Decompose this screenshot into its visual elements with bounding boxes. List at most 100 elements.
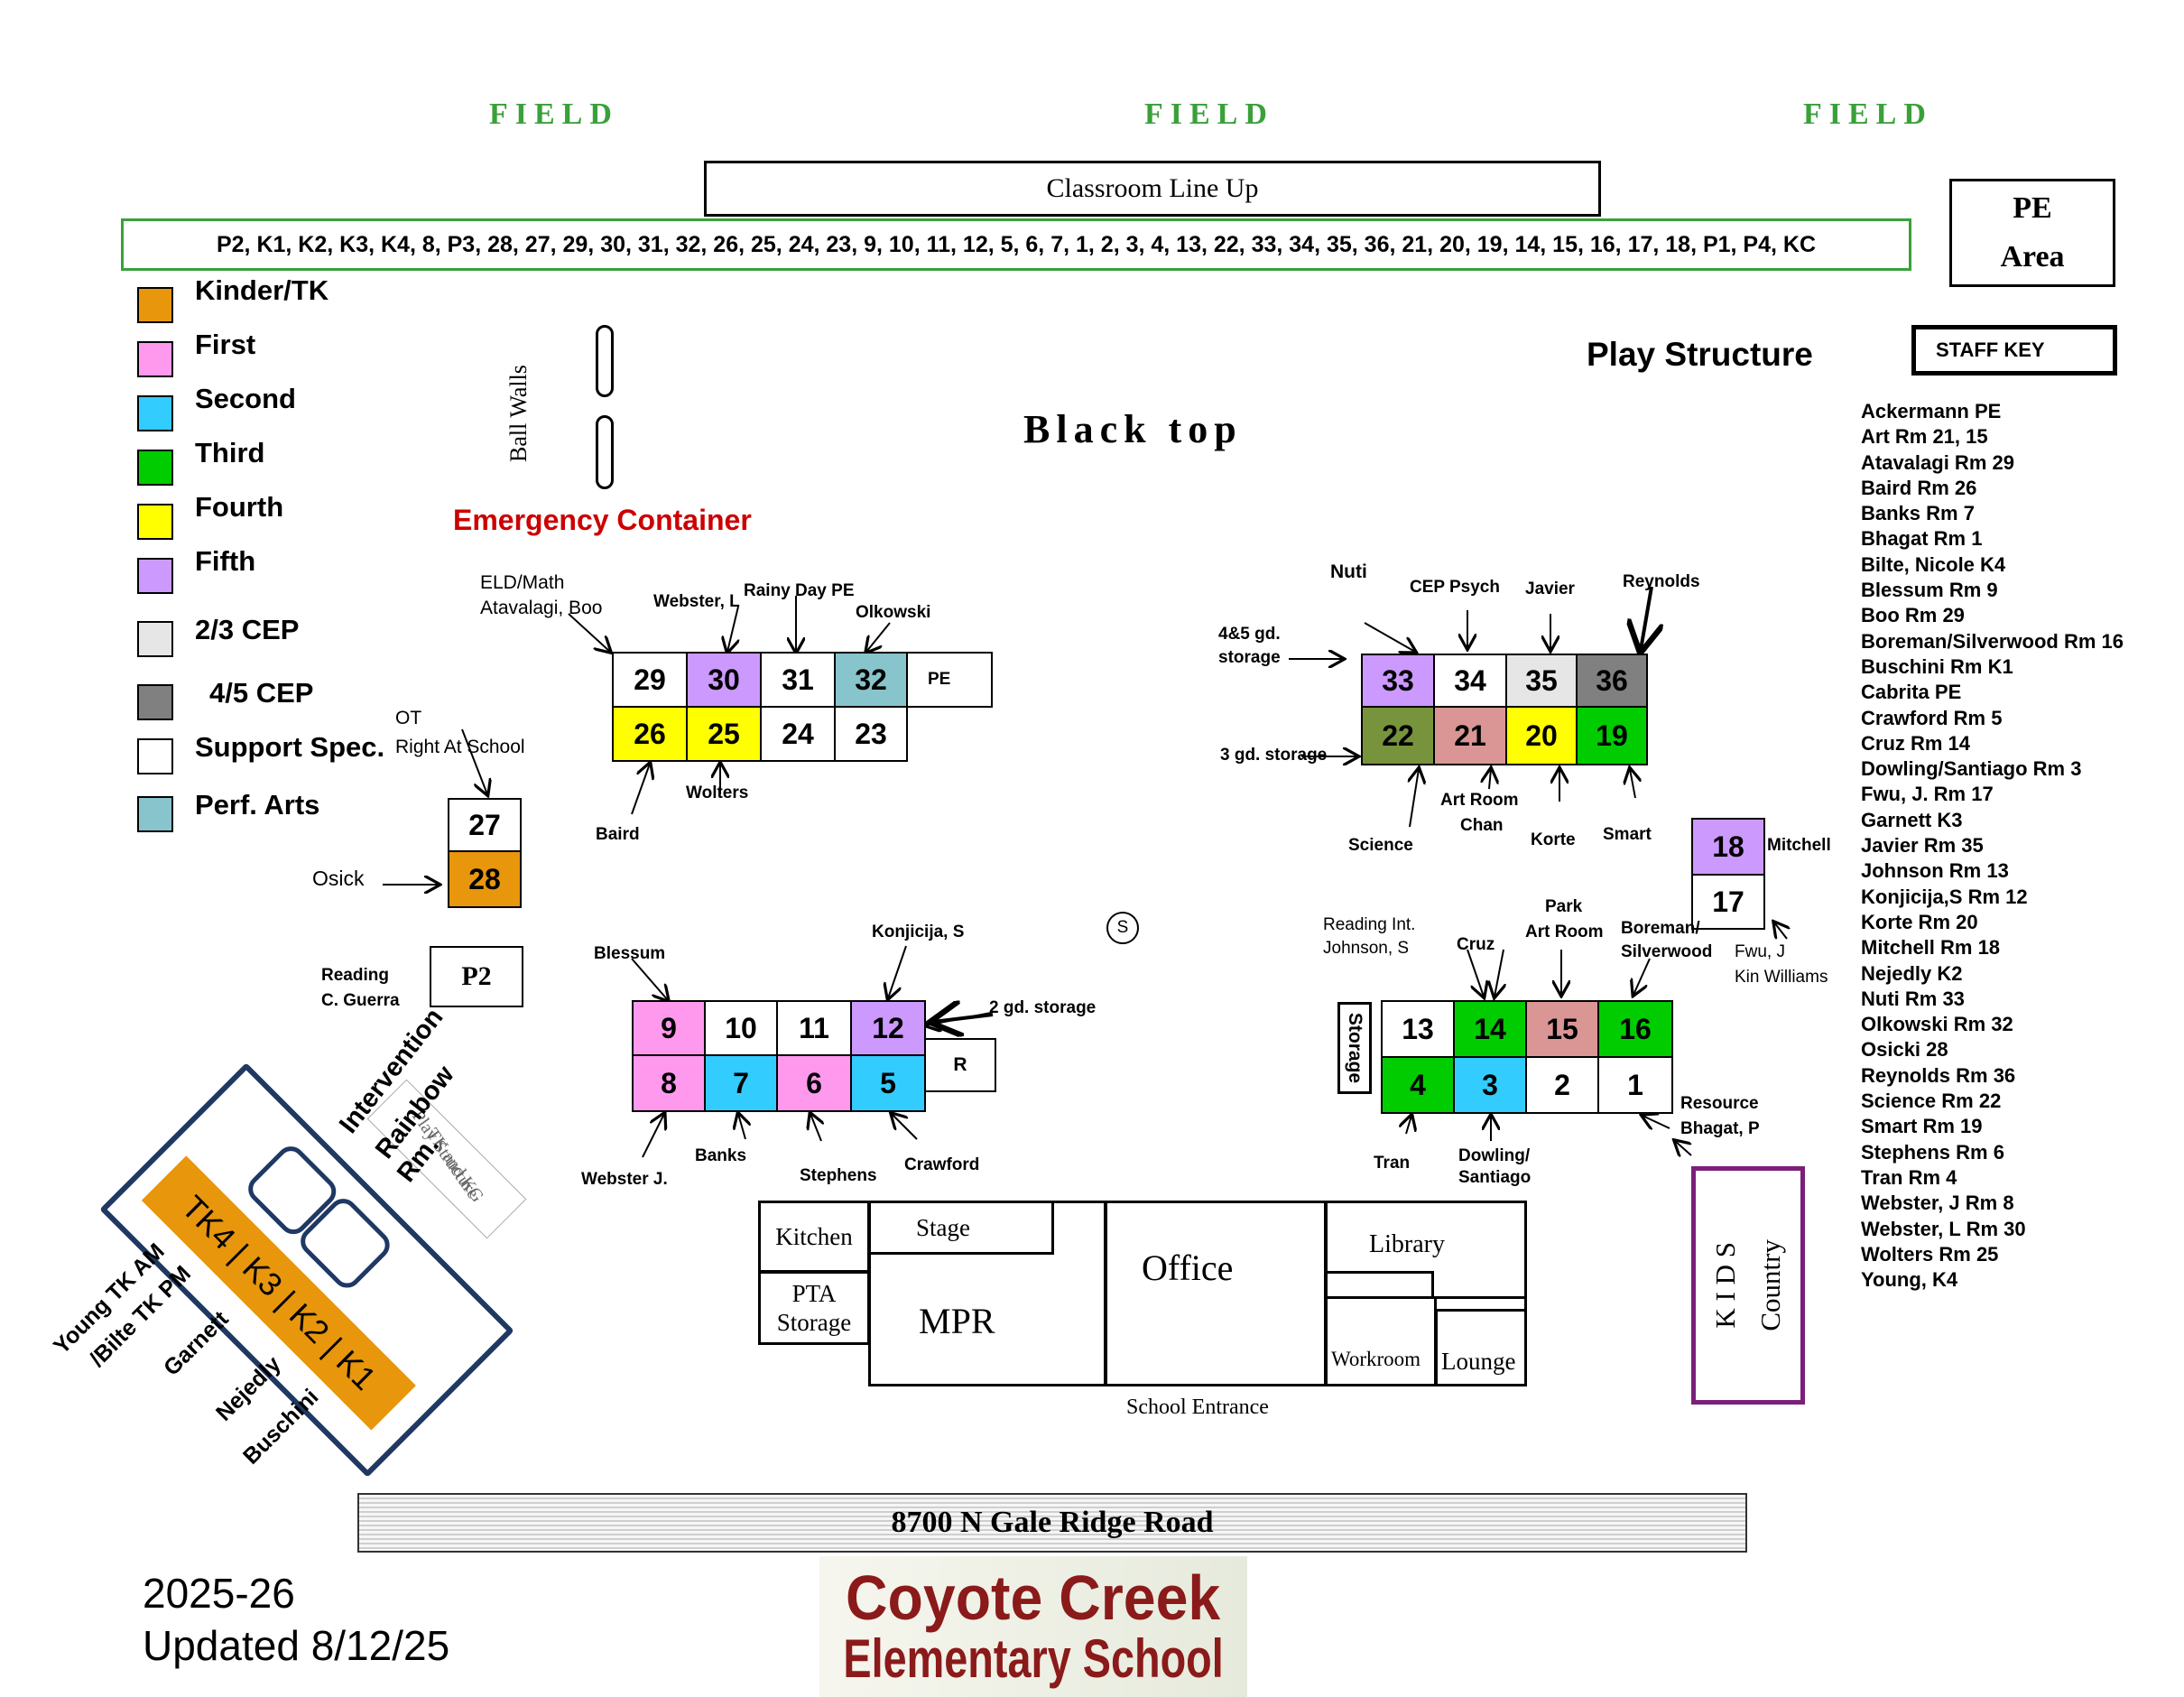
legend-swatch <box>137 395 173 431</box>
room-19: 19 <box>1576 706 1648 765</box>
room-21: 21 <box>1433 706 1507 765</box>
label-wolters: Wolters <box>686 784 749 802</box>
label-ot: OT <box>395 708 422 728</box>
logo-line1: Coyote Creek <box>846 1563 1221 1633</box>
kids-country-line1: K I D S <box>1709 1242 1741 1329</box>
staff-key-item: Olkowski Rm 32 <box>1861 1013 2013 1036</box>
room-r: R <box>924 1038 996 1092</box>
staff-key-item: Garnett K3 <box>1861 808 1963 831</box>
label-45-storage-1: 4&5 gd. <box>1218 625 1281 644</box>
staff-key-item: Art Rm 21, 15 <box>1861 425 1988 449</box>
label-bhagat-p: Bhagat, P <box>1680 1119 1760 1138</box>
lineup-order-text: P2, K1, K2, K3, K4, 8, P3, 28, 27, 29, 3… <box>216 231 1817 257</box>
stage-label: Stage <box>916 1213 970 1241</box>
room-20: 20 <box>1505 706 1578 765</box>
room-24: 24 <box>760 706 836 762</box>
logo-line2: Elementary School <box>843 1628 1224 1689</box>
staff-key-item: Wolters Rm 25 <box>1861 1242 1999 1266</box>
office-label: Office <box>1142 1247 1234 1288</box>
label-blessum: Blessum <box>594 944 666 963</box>
label-boreman: Boreman/ <box>1621 919 1700 938</box>
room-25: 25 <box>686 706 762 762</box>
staff-key-item: Smart Rm 19 <box>1861 1115 1983 1138</box>
workroom-label: Workroom <box>1331 1348 1421 1370</box>
room-30: 30 <box>686 652 762 708</box>
field-label-center: FIELD <box>1144 97 1274 131</box>
room-23: 23 <box>834 706 908 762</box>
staff-key-item: Reynolds Rm 36 <box>1861 1063 2016 1087</box>
staff-key-item: Bhagat Rm 1 <box>1861 527 1983 551</box>
legend-swatch <box>137 621 173 657</box>
kitchen: Kitchen <box>758 1201 870 1273</box>
blacktop-label: Black top <box>1023 407 1243 451</box>
label-2gd-storage: 2 gd. storage <box>989 998 1097 1017</box>
label-cep-psych: CEP Psych <box>1410 578 1500 597</box>
label-dowling: Dowling/ <box>1458 1146 1531 1165</box>
staff-key-item: Johnson Rm 13 <box>1861 859 2009 883</box>
room-26: 26 <box>612 706 688 762</box>
label-c-guerra: C. Guerra <box>321 991 400 1010</box>
room-5: 5 <box>850 1054 926 1112</box>
staff-key-title-box: STAFF KEY <box>1911 325 2117 376</box>
legend-label: Support Spec. <box>195 731 385 763</box>
staff-key-item: Science Rm 22 <box>1861 1090 2002 1113</box>
staff-key-item: Cabrita PE <box>1861 681 1962 704</box>
staff-key-item: Cruz Rm 14 <box>1861 731 1971 755</box>
legend-label: Fifth <box>195 545 256 577</box>
label-silverwood: Silverwood <box>1621 942 1713 961</box>
legend-swatch <box>137 450 173 486</box>
label-rainy-day-pe: Rainy Day PE <box>744 581 855 600</box>
label-johnson-s: Johnson, S <box>1323 939 1410 958</box>
label-tran: Tran <box>1374 1154 1411 1173</box>
legend-swatch <box>137 684 173 720</box>
label-banks: Banks <box>695 1146 747 1165</box>
label-resource: Resource <box>1680 1094 1759 1113</box>
road-banner: 8700 N Gale Ridge Road <box>357 1493 1747 1553</box>
library: Library <box>1325 1201 1527 1386</box>
legend-label: Second <box>195 383 296 414</box>
legend-swatch <box>137 341 173 377</box>
room-9: 9 <box>632 1000 706 1056</box>
staff-key-item: Webster, J Rm 8 <box>1861 1192 2014 1215</box>
staff-key-item: Buschini Rm K1 <box>1861 654 2013 678</box>
room-18: 18 <box>1691 818 1765 876</box>
field-label-left: FIELD <box>489 97 619 131</box>
label-cruz: Cruz <box>1457 935 1495 954</box>
legend-label: First <box>195 329 256 360</box>
staff-key-item: Banks Rm 7 <box>1861 502 1975 525</box>
library-label: Library <box>1369 1230 1445 1258</box>
school-year: 2025-26 <box>143 1570 295 1617</box>
room-32: 32 <box>834 652 908 708</box>
staff-key-item: Young, K4 <box>1861 1268 1958 1292</box>
legend-label: 2/3 CEP <box>195 614 300 645</box>
label-korte: Korte <box>1531 830 1576 849</box>
room-4: 4 <box>1381 1056 1455 1114</box>
room-27: 27 <box>448 798 522 852</box>
label-park: Park <box>1545 897 1583 916</box>
label-eld-math: ELD/Math <box>480 572 565 593</box>
main-building: Kitchen Stage PTA Storage MPR Office Lib… <box>758 1201 1527 1386</box>
s-marker: S <box>1106 912 1139 944</box>
staff-key-item: Ackermann PE <box>1861 400 2002 422</box>
label-right-at-school: Right At School <box>395 737 525 757</box>
storage-room: Storage <box>1337 1002 1372 1094</box>
legend-label: Perf. Arts <box>195 789 320 821</box>
legend-swatch <box>137 287 173 323</box>
staff-key-item: Blessum Rm 9 <box>1861 579 1998 602</box>
emergency-container-label: Emergency Container <box>453 504 752 536</box>
label-stephens: Stephens <box>800 1166 877 1185</box>
ball-wall-2 <box>596 415 614 489</box>
s-marker-text: S <box>1116 918 1129 937</box>
room-2: 2 <box>1525 1056 1599 1114</box>
room-7: 7 <box>704 1054 778 1112</box>
staff-key-item: Webster, L Rm 30 <box>1861 1217 2026 1240</box>
school-logo: Coyote Creek Elementary School <box>819 1556 1247 1697</box>
label-nuti: Nuti <box>1330 561 1367 582</box>
staff-key-item: Boreman/Silverwood Rm 16 <box>1861 629 2124 653</box>
lounge-label: Lounge <box>1441 1348 1516 1375</box>
label-park-art-room: Art Room <box>1525 923 1604 941</box>
label-mitchell: Mitchell <box>1767 836 1831 855</box>
staff-key-title: STAFF KEY <box>1936 338 2045 361</box>
